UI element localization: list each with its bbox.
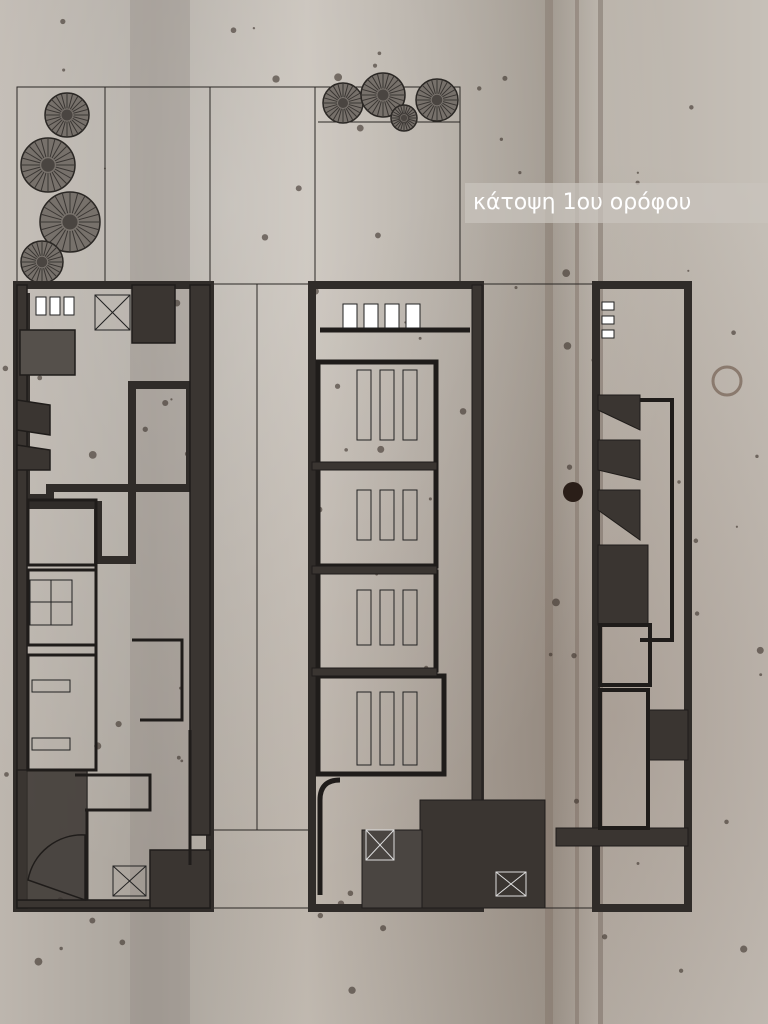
stain (694, 611, 700, 616)
stain (755, 454, 759, 459)
stain (375, 232, 381, 239)
bed (402, 489, 418, 541)
bed (379, 489, 395, 541)
stain (377, 445, 385, 453)
stain (428, 497, 432, 501)
stain (573, 798, 579, 804)
trees (20, 72, 459, 284)
building-right (555, 281, 692, 912)
stain (2, 365, 9, 372)
stain (60, 18, 66, 25)
stain (499, 137, 504, 141)
stain (180, 759, 184, 763)
stain (571, 652, 577, 659)
stain (89, 917, 96, 924)
tree-icon (390, 104, 418, 132)
stain (170, 398, 173, 401)
tree-icon (39, 191, 101, 253)
stain (230, 27, 237, 34)
tree-icon (322, 82, 364, 124)
stain (693, 538, 699, 544)
tree-icon (44, 92, 90, 138)
stain (563, 342, 572, 350)
bed (379, 691, 395, 766)
stain (377, 51, 382, 56)
stain (119, 939, 126, 946)
stain (548, 652, 553, 657)
stain (62, 68, 66, 72)
bed (402, 589, 418, 646)
stain (4, 772, 9, 777)
stain (380, 925, 387, 932)
stain (142, 426, 148, 432)
stain (418, 336, 422, 340)
stain (334, 73, 343, 82)
stain (295, 185, 302, 192)
stain (37, 375, 43, 381)
bed (356, 589, 372, 646)
stain (347, 890, 354, 897)
stain (636, 862, 640, 865)
stain (162, 399, 169, 407)
stain (59, 946, 63, 951)
stain (740, 945, 748, 953)
stain (317, 912, 324, 919)
stain (563, 482, 583, 502)
stain (356, 124, 364, 132)
stain (562, 269, 571, 277)
stain (502, 75, 508, 81)
stain (348, 986, 356, 994)
building-left (13, 281, 214, 912)
stain (334, 383, 341, 389)
stain (372, 63, 378, 68)
tree-icon (415, 78, 459, 122)
bed (356, 489, 372, 541)
stain (176, 755, 181, 760)
stain (678, 968, 684, 973)
stain (677, 480, 681, 484)
stain (115, 720, 122, 728)
plan-title: κάτοψη 1ου ορόφου (465, 183, 768, 223)
stain (552, 598, 560, 607)
stain (518, 171, 522, 175)
stain (34, 957, 43, 966)
bed (379, 369, 395, 441)
bed (402, 691, 418, 766)
stain (88, 451, 97, 459)
bed (402, 369, 418, 441)
stain (687, 269, 690, 272)
stain (756, 646, 764, 654)
stain (735, 525, 739, 528)
tree-icon (20, 240, 64, 284)
stain (261, 234, 269, 241)
stain (636, 171, 639, 174)
stain (566, 464, 573, 470)
building-middle (308, 281, 546, 912)
stain (759, 673, 763, 677)
stain (252, 26, 256, 30)
bed (356, 691, 372, 766)
stain (477, 86, 482, 91)
stain (689, 105, 694, 110)
stain (724, 819, 729, 825)
bed (356, 369, 372, 441)
stain (459, 408, 467, 415)
bed (379, 589, 395, 646)
tree-icon (20, 137, 76, 193)
stain (514, 286, 518, 290)
stain (272, 75, 280, 83)
stain (731, 330, 736, 336)
stain (602, 934, 608, 940)
stain (711, 365, 743, 397)
stain (344, 448, 348, 452)
tree-icon (360, 72, 406, 118)
